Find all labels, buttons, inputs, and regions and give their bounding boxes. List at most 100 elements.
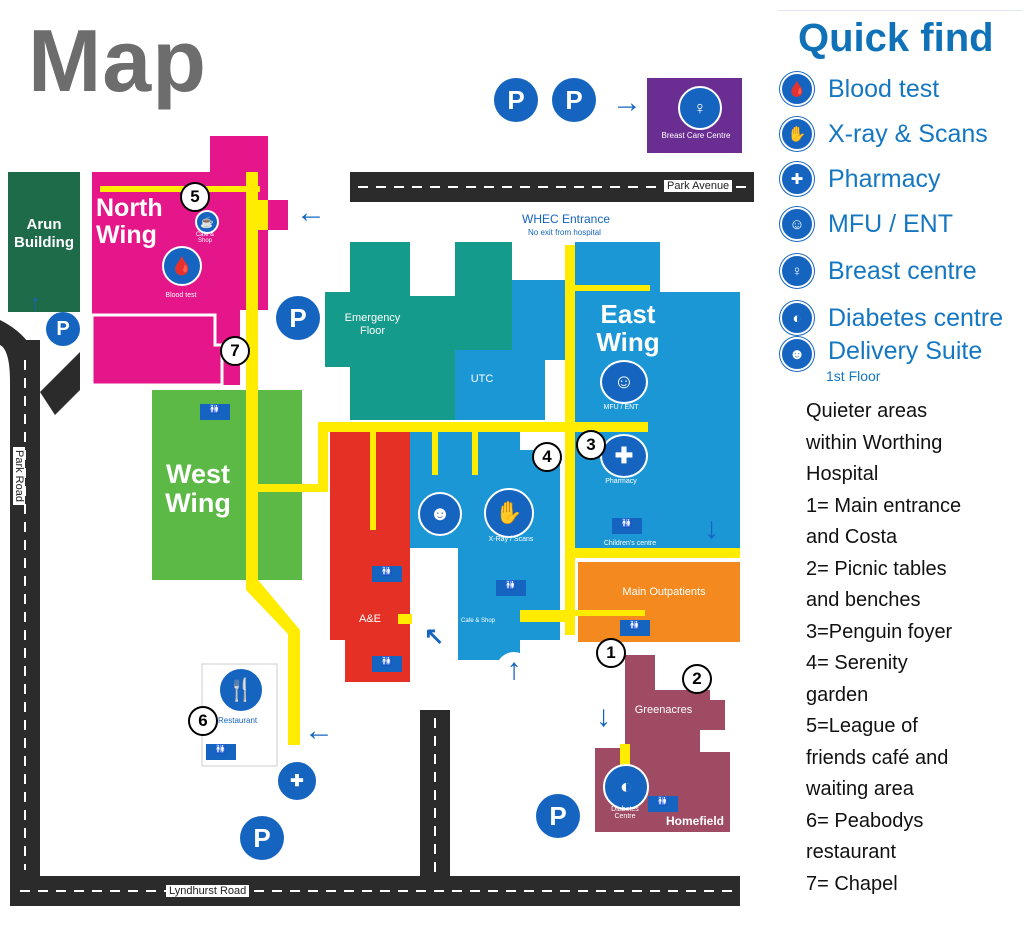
quick-find-label: Breast centre bbox=[828, 256, 977, 285]
parking-icon[interactable]: P bbox=[494, 78, 538, 122]
xray-map-icon[interactable]: ✋ bbox=[484, 488, 534, 538]
pharmacy-icon: ✚ bbox=[780, 162, 814, 196]
xray-block bbox=[410, 430, 560, 660]
arun-building-label[interactable]: Arun Building bbox=[14, 216, 74, 251]
main-outpatients-block bbox=[578, 562, 740, 642]
park-road bbox=[0, 320, 80, 880]
west-wing-label[interactable]: West Wing bbox=[165, 459, 231, 518]
quick-find-label: X-ray & Scans bbox=[828, 119, 988, 148]
quieter-areas-legend: Quieter areas within Worthing Hospital 1… bbox=[806, 396, 1021, 900]
legend-line: friends café and bbox=[806, 746, 949, 769]
diabetes-map-icon[interactable]: ◐ bbox=[603, 764, 649, 810]
legend-line: 7= Chapel bbox=[806, 872, 898, 895]
diabetes-icon: ◐ bbox=[780, 301, 814, 335]
toilets-icon: 🚻 bbox=[372, 656, 402, 672]
arrow-down-icon: ↓ bbox=[596, 700, 611, 733]
xray-map-label: X-Ray / Scans bbox=[488, 536, 534, 543]
marker-5[interactable]: 5 bbox=[180, 182, 210, 212]
legend-line: Hospital bbox=[806, 463, 879, 485]
quick-find-xray[interactable]: ✋ X-ray & Scans bbox=[780, 115, 988, 153]
blood-test-map-icon[interactable]: 🩸 bbox=[162, 246, 202, 286]
whec-entrance-label[interactable]: WHEC Entrance bbox=[522, 212, 611, 226]
park-road-label: Park Road bbox=[12, 447, 25, 505]
quick-find-label: Pharmacy bbox=[828, 164, 941, 193]
quick-find-delivery-suite[interactable]: ☻ Delivery Suite 1st Floor bbox=[780, 336, 983, 384]
breast-care-label[interactable]: Breast Care Centre bbox=[661, 131, 731, 140]
marker-6[interactable]: 6 bbox=[188, 706, 218, 736]
restaurant-icon[interactable]: 🍴 bbox=[218, 667, 264, 713]
arrow-up-icon: ↑ bbox=[30, 290, 41, 315]
pharmacy-map-icon[interactable]: ✚ bbox=[600, 434, 648, 478]
arrow-left-icon: ← bbox=[296, 196, 326, 229]
marker-2[interactable]: 2 bbox=[682, 664, 712, 694]
legend-line: and Costa bbox=[806, 526, 898, 548]
quick-find-label: Delivery Suite bbox=[828, 336, 983, 365]
toilets-icon: 🚻 bbox=[200, 404, 230, 420]
cafe-map-label: Cafe & Shop bbox=[195, 232, 215, 244]
quick-find-label: Blood test bbox=[828, 74, 940, 103]
legend-line: waiting area bbox=[806, 778, 914, 800]
marker-3[interactable]: 3 bbox=[576, 430, 606, 460]
legend-line: Quieter areas bbox=[806, 400, 928, 422]
lyndhurst-road bbox=[10, 876, 740, 906]
disabled-parking-icon[interactable]: P bbox=[536, 794, 580, 838]
toilets-icon: 🚻 bbox=[206, 744, 236, 760]
delivery-map-icon[interactable]: ☻ bbox=[418, 492, 462, 536]
quick-find-label: MFU / ENT bbox=[828, 209, 953, 238]
cafe-shop-map-label: Cafe & Shop bbox=[460, 618, 496, 624]
blood-test-map-label: Blood test bbox=[165, 292, 197, 299]
diabetes-map-label: Diabetes Centre bbox=[611, 806, 639, 820]
legend-line: 2= Picnic tables bbox=[806, 557, 947, 580]
emergency-floor-label[interactable]: Emergency Floor bbox=[344, 312, 401, 337]
cafe-icon[interactable]: ☕ bbox=[195, 210, 219, 234]
quick-find-blood-test[interactable]: 🩸 Blood test bbox=[780, 70, 939, 108]
pharmacy-map-label: Pharmacy bbox=[605, 478, 637, 485]
page-title: Map bbox=[28, 11, 207, 110]
parking-icon[interactable]: P bbox=[46, 312, 80, 346]
toilets-icon: 🚻 bbox=[648, 796, 678, 812]
delivery-pharmacy-icon[interactable]: ✚ bbox=[276, 760, 318, 802]
quick-find-sublabel: 1st Floor bbox=[826, 368, 881, 384]
parking-icon[interactable]: P bbox=[240, 816, 284, 860]
north-wing-annex bbox=[90, 313, 224, 387]
legend-line: 6= Peabodys bbox=[806, 809, 924, 832]
arrow-down-icon: ↓ bbox=[704, 512, 719, 545]
xray-icon: ✋ bbox=[780, 117, 814, 151]
delivery-icon: ☻ bbox=[780, 337, 814, 371]
marker-4[interactable]: 4 bbox=[532, 442, 562, 472]
greenacres-label[interactable]: Greenacres bbox=[634, 704, 693, 716]
legend-line: 3=Penguin foyer bbox=[806, 620, 953, 643]
legend-line: 4= Serenity bbox=[806, 652, 908, 674]
north-wing-label[interactable]: North Wing bbox=[96, 194, 163, 249]
corridors bbox=[100, 172, 740, 774]
quick-find-title: Quick find bbox=[798, 16, 994, 60]
marker-7[interactable]: 7 bbox=[220, 336, 250, 366]
homefield-label[interactable]: Homefield bbox=[665, 814, 724, 828]
legend-line: restaurant bbox=[806, 841, 897, 863]
toilets-icon: 🚻 bbox=[372, 566, 402, 582]
breast-care-map-icon[interactable]: ♀ bbox=[678, 86, 722, 130]
access-road bbox=[420, 710, 450, 880]
ae-label[interactable]: A&E bbox=[358, 613, 381, 625]
parking-icon[interactable]: P bbox=[276, 296, 320, 340]
marker-1[interactable]: 1 bbox=[596, 638, 626, 668]
park-avenue-label: Park Avenue bbox=[664, 180, 733, 192]
quick-find-mfu-ent[interactable]: ☺ MFU / ENT bbox=[780, 205, 953, 243]
legend-line: and benches bbox=[806, 589, 921, 611]
restaurant-label: Restaurant bbox=[218, 716, 258, 725]
disabled-parking-icon[interactable]: P bbox=[552, 78, 596, 122]
quick-find-diabetes-centre[interactable]: ◐ Diabetes centre bbox=[780, 299, 1003, 337]
quick-find-breast-centre[interactable]: ♀ Breast centre bbox=[780, 252, 977, 290]
quick-find-pharmacy[interactable]: ✚ Pharmacy bbox=[780, 160, 941, 198]
legend-line: within Worthing bbox=[806, 431, 943, 454]
mfu-ent-icon: ☺ bbox=[780, 207, 814, 241]
east-wing-label[interactable]: East Wing bbox=[596, 299, 660, 357]
utc-label[interactable]: UTC bbox=[470, 373, 494, 385]
toilets-icon: 🚻 bbox=[612, 518, 642, 534]
utc-block bbox=[455, 350, 545, 420]
arrow-diagonal-icon: ↖ bbox=[424, 623, 445, 650]
legend-line: 1= Main entrance bbox=[806, 494, 962, 517]
toilets-icon: 🚻 bbox=[496, 580, 526, 596]
mfu-ent-map-icon[interactable]: ☺ bbox=[600, 360, 648, 404]
main-outpatients-label[interactable]: Main Outpatients bbox=[622, 586, 706, 598]
